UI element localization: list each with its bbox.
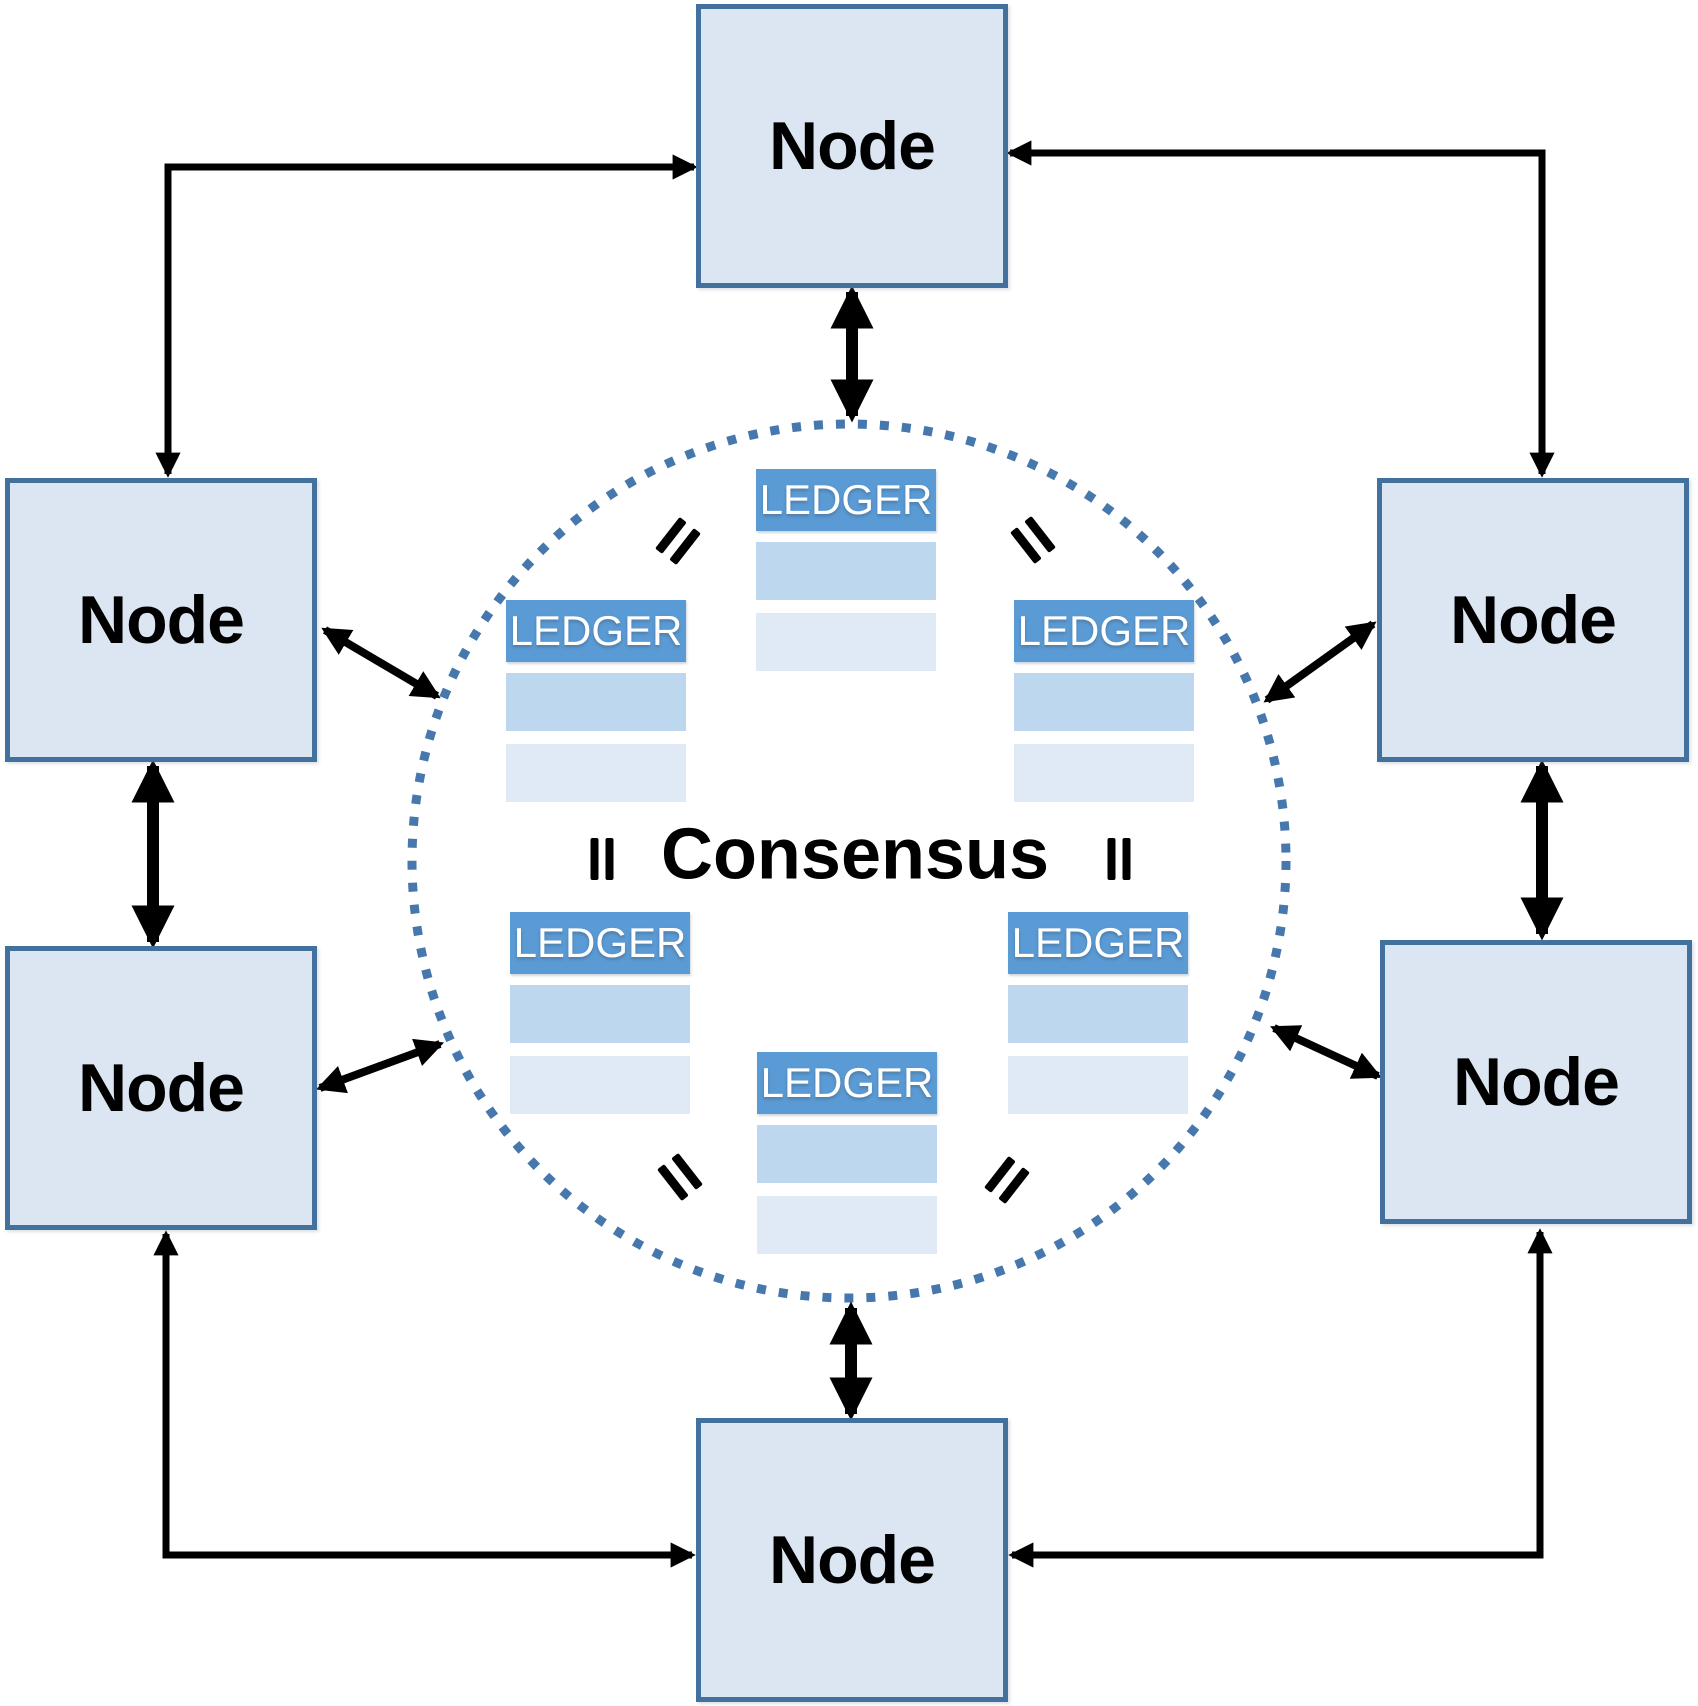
- ledger-lower-left: LEDGER: [510, 912, 690, 1114]
- arrow-right-upper-circle: [1263, 620, 1377, 704]
- arrow-top-right-elbow: [1006, 140, 1555, 478]
- node-right-lower-label: Node: [1453, 1044, 1620, 1120]
- node-left-upper: Node: [5, 478, 317, 762]
- arrow-left-lower-circle: [315, 1038, 445, 1094]
- arrow-bottom-right-elbow: [1008, 1228, 1553, 1568]
- ledger-top-center: LEDGER: [756, 469, 936, 671]
- consensus-circle: [407, 419, 1291, 1303]
- ledger-upper-right-row-1: [1014, 673, 1194, 731]
- node-right-upper: Node: [1377, 478, 1689, 762]
- ledger-upper-right-header: LEDGER: [1014, 600, 1194, 662]
- ledger-upper-left-row-1: [506, 673, 686, 731]
- ledger-upper-left-row-2: [506, 744, 686, 802]
- node-top: Node: [696, 4, 1008, 288]
- ledger-bottom-center: LEDGER: [757, 1052, 937, 1254]
- ledger-upper-left: LEDGER: [506, 600, 686, 802]
- node-left-lower-label: Node: [78, 1050, 245, 1126]
- equals-mid-left-bar-2: [590, 838, 599, 880]
- ledger-lower-right-header: LEDGER: [1008, 912, 1188, 974]
- ledger-upper-right: LEDGER: [1014, 600, 1194, 802]
- arrow-right-lower-circle: [1270, 1024, 1382, 1080]
- ledger-bottom-center-row-2: [757, 1196, 937, 1254]
- ledger-upper-left-header: LEDGER: [506, 600, 686, 662]
- node-bottom: Node: [696, 1418, 1008, 1702]
- ledger-top-center-row-2: [756, 613, 936, 671]
- node-top-label: Node: [769, 108, 936, 184]
- equals-mid-right: [1107, 838, 1131, 880]
- ledger-lower-right-row-2: [1008, 1056, 1188, 1114]
- ledger-lower-left-row-1: [510, 985, 690, 1043]
- ledger-top-center-row-1: [756, 542, 936, 600]
- node-bottom-label: Node: [769, 1522, 936, 1598]
- ledger-lower-right-row-1: [1008, 985, 1188, 1043]
- node-right-upper-label: Node: [1450, 582, 1617, 658]
- node-right-lower: Node: [1380, 940, 1692, 1224]
- arrow-bottom-left-elbow: [153, 1230, 696, 1568]
- equals-mid-left-bar-1: [605, 838, 614, 880]
- node-left-upper-label: Node: [78, 582, 245, 658]
- consensus-label: Consensus: [660, 814, 1050, 895]
- equals-mid-right-bar-2: [1107, 838, 1116, 880]
- equals-mid-left: [590, 838, 614, 880]
- ledger-lower-left-header: LEDGER: [510, 912, 690, 974]
- ledger-bottom-center-row-1: [757, 1125, 937, 1183]
- arrow-left-upper-circle: [321, 626, 441, 700]
- equals-mid-right-bar-1: [1122, 838, 1131, 880]
- ledger-bottom-center-header: LEDGER: [757, 1052, 937, 1114]
- ledger-lower-left-row-2: [510, 1056, 690, 1114]
- ledger-upper-right-row-2: [1014, 744, 1194, 802]
- ledger-top-center-header: LEDGER: [756, 469, 936, 531]
- ledger-lower-right: LEDGER: [1008, 912, 1188, 1114]
- arrow-top-left-elbow: [155, 154, 698, 478]
- node-left-lower: Node: [5, 946, 317, 1230]
